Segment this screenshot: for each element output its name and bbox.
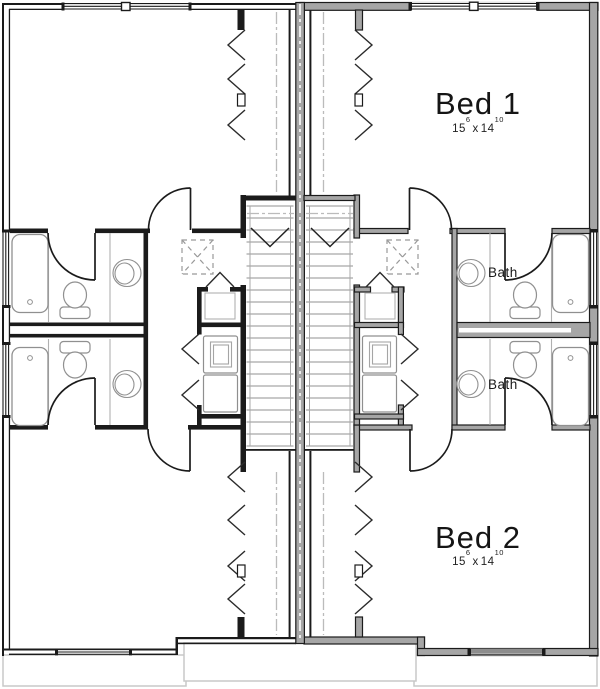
window-symbol: [61, 1, 192, 12]
toilet-symbol: [509, 340, 541, 379]
bed2-dim-inch-a: 6: [465, 548, 471, 557]
bed2-label: Bed 2: [434, 520, 521, 555]
window-symbol: [589, 229, 598, 309]
left-unit-exterior-walls: [2, 3, 298, 656]
door-arc: [504, 377, 553, 426]
left-unit-interior-walls: [10, 10, 296, 637]
sink-symbol: [112, 369, 142, 399]
window-symbol: [408, 1, 540, 12]
closet-shelf-lines: [204, 292, 396, 320]
sink-symbol: [456, 369, 486, 399]
bed1-dim-inch-a: 6: [465, 115, 471, 124]
sink-symbol: [456, 258, 486, 288]
stair-flight-left: [245, 205, 295, 447]
ceiling-break-lines: [247, 12, 353, 635]
window-symbol: [589, 341, 598, 419]
toilet-symbol: [509, 281, 541, 320]
bath-lower-label: Bath: [488, 377, 518, 392]
stair-direction-arrows: [250, 227, 350, 248]
door-arc: [504, 232, 553, 281]
bathtub-symbol: [11, 346, 49, 427]
door-arc: [47, 232, 96, 281]
washer-dryer-symbol: [361, 335, 398, 413]
door-arc: [147, 428, 191, 472]
door-arc: [47, 377, 96, 426]
window-symbols-left: [2, 1, 192, 656]
bed2-dim-feet-b: 14: [480, 555, 495, 568]
bathtub-symbol: [551, 346, 590, 427]
attic-access-symbol: [386, 239, 419, 275]
bath-upper-label: Bath: [488, 265, 518, 280]
window-symbol: [2, 342, 11, 418]
bathtub-symbol: [11, 233, 49, 314]
attic-access-symbol: [181, 239, 214, 275]
window-symbol: [55, 648, 132, 656]
window-symbols-right: [408, 1, 598, 656]
plumbing-chase-gap: [459, 328, 571, 333]
bed1-dim-separator: x: [472, 122, 479, 135]
sink-symbol: [112, 258, 142, 288]
door-symbols: [47, 187, 553, 472]
bed1-label: Bed 1: [434, 86, 521, 121]
door-arc: [409, 428, 453, 472]
stair-flight-right: [305, 205, 354, 447]
bed2-dim-feet-a: 15: [452, 555, 466, 568]
bed1-dim-feet-a: 15: [452, 122, 466, 135]
bed2-dim-separator: x: [472, 555, 479, 568]
toilet-symbol: [59, 281, 91, 320]
bed1-dim-feet-b: 14: [480, 122, 495, 135]
bed1-dim-inch-b: 10: [494, 115, 504, 124]
window-symbol: [467, 648, 546, 656]
bed2-dim-inch-b: 10: [494, 548, 504, 557]
bathtub-symbol: [551, 233, 590, 314]
washer-dryer-symbol: [202, 335, 239, 413]
toilet-symbol: [59, 340, 91, 379]
brace-symbols: [181, 29, 419, 615]
stairwell-lines-right: [304, 10, 354, 637]
window-symbol: [2, 229, 11, 308]
door-arc: [409, 187, 453, 231]
door-arc: [147, 187, 191, 231]
party-wall: [295, 1, 305, 645]
